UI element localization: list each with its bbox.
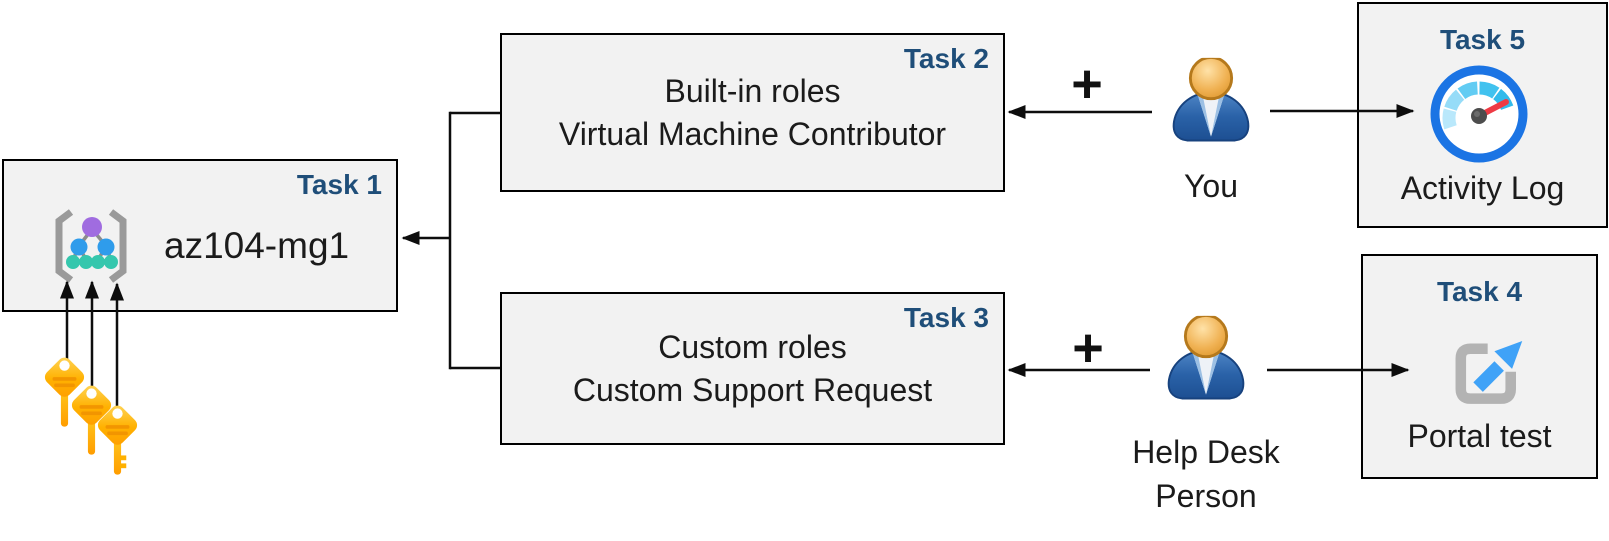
task1-content: az104-mg1 [50,205,349,287]
key-icon [94,402,141,475]
task3-text: Custom roles Custom Support Request [502,326,1003,412]
helpdesk-label: Help Desk Person [1132,430,1280,518]
task2-line2: Virtual Machine Contributor [558,115,947,152]
helpdesk-label-line2: Person [1155,478,1257,514]
task1-label: Task 1 [296,169,382,200]
external-link-icon [1455,341,1523,404]
task3-line2: Custom Support Request [572,371,933,408]
plus-sign-top: + [1071,54,1103,114]
activity-log-gauge-icon [1430,65,1528,163]
task4-label: Task 4 [1436,276,1523,307]
task3-line1: Custom roles [658,328,847,365]
you-label: You [1184,168,1238,204]
task3-label: Task 3 [903,302,989,333]
helpdesk-label-line1: Help Desk [1132,434,1280,470]
person-icon [1163,57,1259,151]
management-group-icon [55,209,127,283]
plus-sign-bottom: + [1072,318,1104,378]
task2-text: Built-in roles Virtual Machine Contribut… [502,70,1003,156]
key-icon [68,382,115,455]
task3-box: Task 3 Custom roles Custom Support Reque… [500,292,1005,445]
key-icon [41,354,88,427]
task5-box: Task 5 Activity Log [1357,2,1608,228]
task2-box: Task 2 Built-in roles Virtual Machine Co… [500,33,1005,192]
task2-line1: Built-in roles [664,72,841,109]
task1-title: az104-mg1 [164,225,350,266]
task2-label: Task 2 [903,43,989,74]
task4-caption: Portal test [1407,418,1552,454]
task5-caption: Activity Log [1400,170,1565,206]
task1-box: Task 1 az1 [2,159,398,312]
person-icon [1158,315,1254,409]
task5-label: Task 5 [1439,24,1526,55]
task4-box: Task 4 Portal test [1361,254,1598,479]
